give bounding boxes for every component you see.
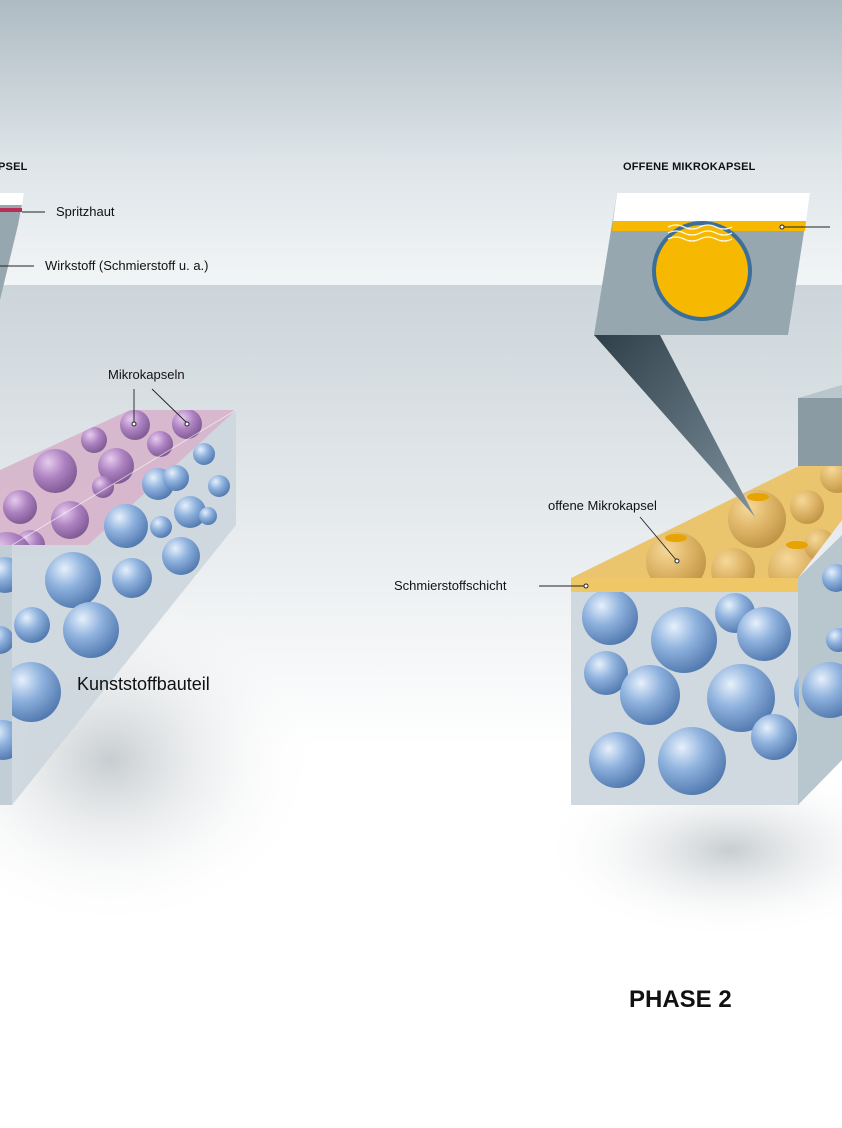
- plastic-bead: [822, 564, 842, 592]
- lubricant-capsule: [728, 490, 786, 548]
- plastic-bead: [658, 727, 726, 795]
- open-capsule-waves: [667, 224, 733, 242]
- lubricant-capsule: [790, 490, 824, 524]
- right-block-top-layer: [571, 466, 842, 578]
- plastic-bead: [751, 714, 797, 760]
- plastic-bead: [63, 602, 119, 658]
- label-offene-mikrokapsel: offene Mikrokapsel: [548, 498, 657, 513]
- open-capsule-detail: [594, 193, 810, 335]
- plastic-bead: [0, 557, 12, 593]
- plastic-bead: [582, 592, 638, 645]
- label-mikrokapseln: Mikrokapseln: [108, 367, 185, 382]
- plastic-bead: [0, 626, 12, 654]
- leader-mikrokapseln-b: [151, 388, 188, 424]
- background-white: [0, 930, 842, 1123]
- plastic-bead: [802, 662, 842, 718]
- plastic-bead: [14, 607, 50, 643]
- microcapsule: [33, 449, 77, 493]
- right-block: [571, 466, 842, 805]
- plastic-bead: [193, 443, 215, 465]
- plastic-bead: [199, 507, 217, 525]
- label-spritzhaut: Spritzhaut: [56, 204, 115, 219]
- left-spritzhaut-strip: [0, 208, 22, 212]
- left-capsule-panel: [0, 193, 24, 300]
- label-wirkstoff: Wirkstoff (Schmierstoff u. a.): [45, 258, 209, 273]
- label-schmierstoffschicht: Schmierstoffschicht: [394, 578, 507, 593]
- plastic-bead: [794, 675, 799, 709]
- left-block-edge: [11, 409, 237, 546]
- leader-offene-mikrokapsel: [639, 516, 678, 562]
- plastic-bead: [162, 537, 200, 575]
- microcapsule: [92, 476, 114, 498]
- plastic-bead: [208, 475, 230, 497]
- open-capsule-panel-top: [613, 193, 810, 221]
- right-back-block-top: [798, 385, 842, 398]
- open-capsule-core: [652, 221, 752, 321]
- microcapsule: [3, 490, 37, 524]
- plastic-bead: [174, 496, 206, 528]
- capsule-opening: [786, 541, 808, 549]
- left-capsule-panel-top: [0, 193, 24, 205]
- plastic-bead: [112, 558, 152, 598]
- magnifier-cone: [594, 335, 755, 517]
- left-header-fragment: PSEL: [0, 161, 28, 173]
- right-back-block: [798, 398, 842, 466]
- lubricant-capsule: [711, 548, 755, 578]
- right-header: OFFENE MIKROKAPSEL: [623, 161, 756, 173]
- microcapsule: [147, 431, 173, 457]
- capsule-opening: [747, 493, 769, 501]
- plastic-bead: [707, 664, 775, 732]
- plastic-bead: [150, 516, 172, 538]
- capsule-opening: [665, 534, 687, 542]
- lubricant-capsule: [820, 466, 842, 493]
- left-block: [0, 409, 237, 805]
- phase-label: PHASE 2: [629, 986, 732, 1013]
- plastic-bead: [584, 651, 628, 695]
- leader-dots: [131, 224, 785, 589]
- plastic-bead: [0, 720, 12, 760]
- microcapsule: [98, 448, 134, 484]
- microcapsule: [51, 501, 89, 539]
- microcapsule: [81, 427, 107, 453]
- plastic-bead: [12, 662, 61, 722]
- plastic-bead: [589, 732, 645, 788]
- leader-lines: [0, 211, 830, 587]
- plastic-bead: [737, 607, 791, 661]
- right-lubricant-front-strip: [571, 578, 798, 592]
- plastic-bead: [104, 504, 148, 548]
- plastic-bead: [45, 552, 101, 608]
- plastic-bead: [163, 465, 189, 491]
- label-kunststoffbauteil: Kunststoffbauteil: [77, 674, 210, 694]
- plastic-bead: [651, 607, 717, 673]
- plastic-bead: [620, 665, 680, 725]
- right-block-shadow: [540, 760, 842, 940]
- plastic-bead: [826, 628, 842, 652]
